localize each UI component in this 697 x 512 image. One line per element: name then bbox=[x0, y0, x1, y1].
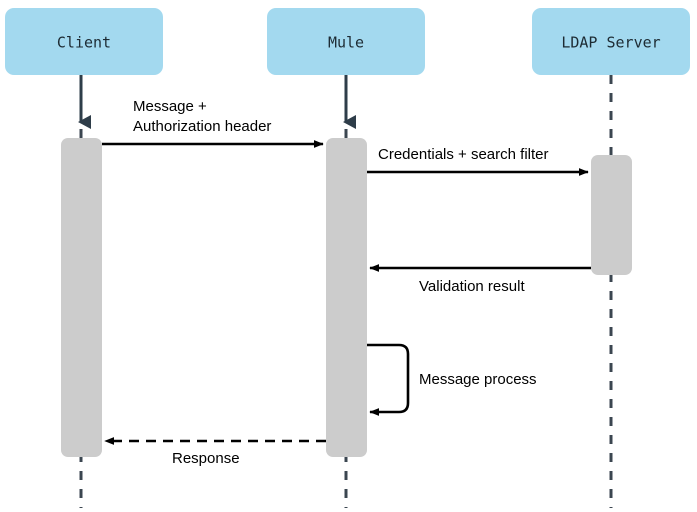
activation-bar-ldap bbox=[591, 155, 632, 275]
head-drop-arrows-group bbox=[78, 75, 356, 129]
message-label-1-line-2: Authorization header bbox=[133, 118, 271, 135]
participant-mule[interactable]: Mule bbox=[267, 8, 425, 75]
participant-box-client[interactable] bbox=[5, 8, 163, 75]
message-validation-result: Validation result bbox=[369, 264, 591, 295]
activation-bar-mule bbox=[326, 138, 367, 457]
message-label-5: Response bbox=[172, 450, 240, 467]
message-credentials-search-filter: Credentials + search filter bbox=[367, 146, 589, 176]
participant-label-mule: Mule bbox=[328, 34, 364, 52]
participant-box-mule[interactable] bbox=[267, 8, 425, 75]
participant-box-ldap[interactable] bbox=[532, 8, 690, 75]
message-message-authorization-header: Message + Authorization header bbox=[102, 98, 324, 148]
message-label-1-line-1: Message + bbox=[133, 98, 207, 115]
participant-label-ldap: LDAP Server bbox=[561, 34, 660, 52]
message-selfloop-4 bbox=[367, 343, 410, 416]
message-label-3: Validation result bbox=[419, 278, 525, 295]
activation-bars-group bbox=[61, 138, 632, 457]
message-label-2: Credentials + search filter bbox=[378, 146, 549, 163]
participant-ldap[interactable]: LDAP Server bbox=[532, 8, 690, 75]
participant-label-client: Client bbox=[57, 34, 111, 52]
message-label-4: Message process bbox=[419, 371, 537, 388]
participant-client[interactable]: Client bbox=[5, 8, 163, 75]
message-response: Response bbox=[104, 437, 326, 467]
message-message-process: Message process bbox=[367, 343, 537, 416]
activation-bar-client bbox=[61, 138, 102, 457]
